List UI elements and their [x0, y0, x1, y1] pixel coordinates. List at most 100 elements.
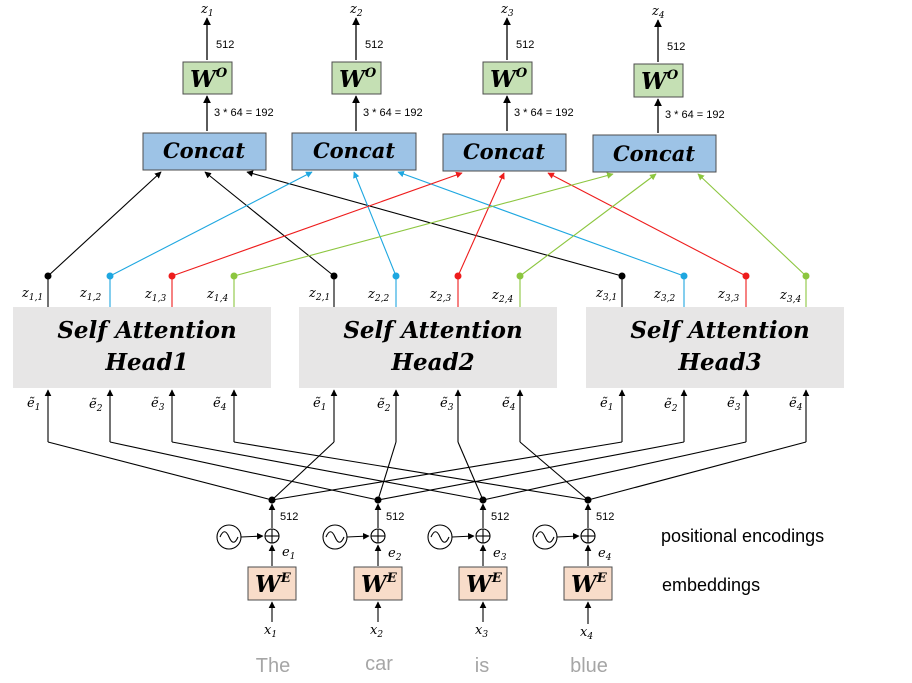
- embedding-columns: 512 e1 WE x1 The 512: [216, 496, 614, 677]
- input-label: x4: [580, 625, 593, 642]
- concat-label: Concat: [613, 141, 695, 166]
- concat-dim-label: 3 * 64 = 192: [514, 107, 574, 119]
- input-label: x1: [264, 623, 277, 640]
- connection-line: [246, 170, 623, 277]
- embedding-node: [584, 496, 592, 504]
- concat-label: Concat: [463, 139, 545, 164]
- svg-text:z1,1: z1,1: [21, 286, 43, 303]
- svg-text:ẽ1: ẽ1: [27, 396, 40, 413]
- embedding-fanout-lines: [47, 441, 807, 501]
- svg-text:z2,2: z2,2: [367, 287, 389, 304]
- embedding-column-2: 512 e2 WE x2 car: [322, 496, 404, 675]
- embedding-node: [479, 496, 487, 504]
- dim-label: 512: [667, 41, 685, 53]
- wo-label: WO: [641, 68, 679, 95]
- head-output-nodes: [44, 272, 810, 308]
- add-icon: [370, 528, 386, 544]
- svg-text:ẽ4: ẽ4: [213, 396, 227, 413]
- dim-label: 512: [216, 39, 234, 51]
- input-label: x3: [475, 623, 488, 640]
- wo-label: WO: [490, 66, 528, 93]
- legend-positional-encodings: positional encodings: [661, 526, 824, 546]
- attention-head-1: Self Attention Head1: [13, 307, 271, 388]
- concat-dim-label: 3 * 64 = 192: [665, 109, 725, 121]
- output-node: [516, 272, 524, 280]
- we-label: WE: [571, 571, 608, 598]
- head-input-labels: ẽ1 ẽ2 ẽ3 ẽ4 ẽ1 ẽ2 ẽ3 ẽ4 ẽ1 ẽ2 ẽ3 ẽ4: [27, 396, 803, 414]
- connection-line: [547, 172, 747, 277]
- concat-box: [442, 133, 567, 172]
- head-box: [586, 307, 844, 388]
- embedding-label: e4: [598, 546, 612, 563]
- output-node: [742, 272, 750, 280]
- head-title: Self Attention: [630, 317, 809, 344]
- concat-box: [592, 134, 717, 173]
- output-node: [680, 272, 688, 280]
- svg-text:ẽ3: ẽ3: [440, 396, 454, 413]
- concat-label: Concat: [163, 138, 245, 163]
- head-title: Self Attention: [343, 317, 522, 344]
- output-stack-4: z4 512 WO 3 * 64 = 192 Concat: [592, 4, 725, 173]
- svg-text:z2,1: z2,1: [308, 286, 330, 303]
- sine-wave-icon: [322, 524, 348, 550]
- attention-heads: Self Attention Head1 Self Attention Head…: [13, 307, 844, 388]
- concat-box: [291, 132, 417, 171]
- output-node: [392, 272, 400, 280]
- svg-text:z3,4: z3,4: [779, 288, 801, 305]
- svg-text:ẽ1: ẽ1: [600, 396, 613, 413]
- embedding-label: e1: [282, 545, 295, 562]
- output-z2-label: z2: [349, 2, 363, 19]
- wo-label: WO: [339, 66, 377, 93]
- concat-box: [142, 132, 267, 171]
- dim-label: 512: [280, 511, 298, 523]
- we-box: [563, 566, 613, 601]
- output-stack-1: z1 512 WO 3 * 64 = 192 Concat: [142, 2, 274, 171]
- output-node: [802, 272, 810, 280]
- output-stack-2: z2 512 WO 3 * 64 = 192 Concat: [291, 2, 423, 171]
- svg-text:ẽ3: ẽ3: [151, 396, 165, 413]
- svg-text:z3,3: z3,3: [717, 287, 739, 304]
- embedding-label: e3: [493, 546, 507, 563]
- svg-text:z3,1: z3,1: [595, 286, 617, 303]
- concat-dim-label: 3 * 64 = 192: [363, 107, 423, 119]
- svg-text:ẽ3: ẽ3: [727, 396, 741, 413]
- output-node: [454, 272, 462, 280]
- head-subtitle: Head2: [390, 349, 474, 376]
- svg-text:ẽ1: ẽ1: [313, 396, 326, 413]
- svg-text:ẽ4: ẽ4: [502, 396, 516, 413]
- attention-head-2: Self Attention Head2: [299, 307, 557, 388]
- svg-text:ẽ2: ẽ2: [664, 397, 678, 414]
- output-stacks: z1 512 WO 3 * 64 = 192 Concat z2 512 WO …: [142, 2, 725, 173]
- connection-line: [233, 172, 614, 277]
- we-label: WE: [466, 571, 503, 598]
- input-word: The: [256, 655, 290, 677]
- input-label: x2: [370, 623, 383, 640]
- head-title: Self Attention: [57, 317, 236, 344]
- embedding-column-1: 512 e1 WE x1 The: [216, 496, 298, 677]
- head-input-arrows: [44, 389, 810, 442]
- output-node: [106, 272, 114, 280]
- head-subtitle: Head3: [677, 349, 761, 376]
- dim-label: 512: [596, 511, 614, 523]
- sine-wave-icon: [216, 524, 242, 550]
- head-box: [299, 307, 557, 388]
- connection-line: [397, 170, 685, 277]
- connection-line: [171, 171, 463, 277]
- legend-embeddings: embeddings: [662, 575, 760, 595]
- svg-text:z2,4: z2,4: [491, 288, 513, 305]
- wo-box: [331, 61, 382, 95]
- dim-label: 512: [516, 39, 534, 51]
- svg-text:z1,2: z1,2: [79, 286, 101, 303]
- we-box: [247, 566, 297, 601]
- we-box: [458, 566, 508, 601]
- head-box: [13, 307, 271, 388]
- sine-wave-icon: [532, 524, 558, 550]
- input-word: blue: [570, 655, 608, 677]
- connection-line: [697, 173, 807, 277]
- sine-wave-icon: [427, 524, 453, 550]
- we-label: WE: [361, 571, 398, 598]
- we-label: WE: [255, 571, 292, 598]
- output-stack-3: z3 512 WO 3 * 64 = 192 Concat: [442, 2, 574, 172]
- concat-dim-label: 3 * 64 = 192: [214, 107, 274, 119]
